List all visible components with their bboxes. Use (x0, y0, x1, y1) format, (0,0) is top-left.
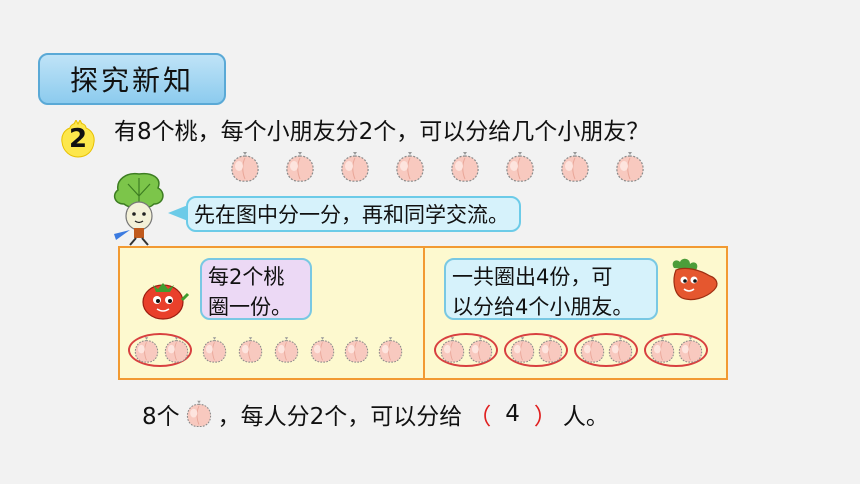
answer-prefix: 8个 (142, 404, 180, 430)
peach-icon (613, 150, 647, 184)
peach-icon (283, 150, 317, 184)
peach-icon (342, 335, 371, 365)
peach-icon (438, 335, 467, 365)
peach-icon (558, 150, 592, 184)
question-number: 2 (68, 124, 88, 154)
peach-icon (376, 335, 405, 365)
question-text: 有8个桃，每个小朋友分2个，可以分给几个小朋友？ (114, 119, 650, 145)
section-title: 探究新知 (38, 53, 226, 105)
peach-icon (184, 398, 214, 430)
peach-icon (236, 335, 265, 365)
hint-bubble: 先在图中分一分，再和同学交流。 (186, 196, 521, 232)
peach-icon (132, 335, 161, 365)
peach-icon (393, 150, 427, 184)
answer-middle: ，每人分2个，可以分给 (217, 404, 463, 430)
answer-sentence: 8个 ，每人分2个，可以分给 （ 4 ） 人。 (142, 396, 609, 432)
answer-suffix: 人。 (562, 404, 609, 430)
peach-icon (448, 150, 482, 184)
peach-icon (308, 335, 337, 365)
peach-icon (200, 335, 229, 365)
group-ring (504, 333, 568, 367)
peach-icon (503, 150, 537, 184)
answer-value: 4 (505, 401, 520, 427)
peach-icon (648, 335, 677, 365)
panel-divider (423, 246, 425, 380)
peach-icon (606, 335, 635, 365)
peach-icon (466, 335, 495, 365)
group-ring (574, 333, 638, 367)
left-bubble-line1: 每2个桃 (208, 265, 285, 289)
question-number-badge: 2 (58, 120, 98, 160)
peach-icon (228, 150, 262, 184)
carrot-character-icon (672, 258, 718, 301)
peach-icon (578, 335, 607, 365)
right-speech-bubble: 一共圈出4份，可 以分给4个小朋友。 (444, 258, 658, 320)
chick-number-badge-icon (61, 120, 95, 158)
peach-icon (676, 335, 705, 365)
right-bubble-line1: 一共圈出4份，可 (452, 265, 613, 289)
group-ring (128, 333, 192, 367)
cabbage-character-icon (113, 172, 164, 246)
answer-right-paren: ） (533, 404, 557, 430)
tomato-character-icon (142, 283, 190, 320)
group-ring (644, 333, 708, 367)
hint-bubble-tail (168, 205, 188, 221)
peach-row (228, 150, 647, 186)
peach-icon (272, 335, 301, 365)
left-bubble-line2: 圈一份。 (208, 295, 292, 319)
right-bubble-line2: 以分给4个小朋友。 (452, 295, 634, 319)
peach-icon (338, 150, 372, 184)
group-ring (434, 333, 498, 367)
peach-icon (162, 335, 191, 365)
peach-icon (508, 335, 537, 365)
answer-left-paren: （ (468, 404, 492, 430)
left-speech-bubble: 每2个桃 圈一份。 (200, 258, 312, 320)
peach-icon (536, 335, 565, 365)
